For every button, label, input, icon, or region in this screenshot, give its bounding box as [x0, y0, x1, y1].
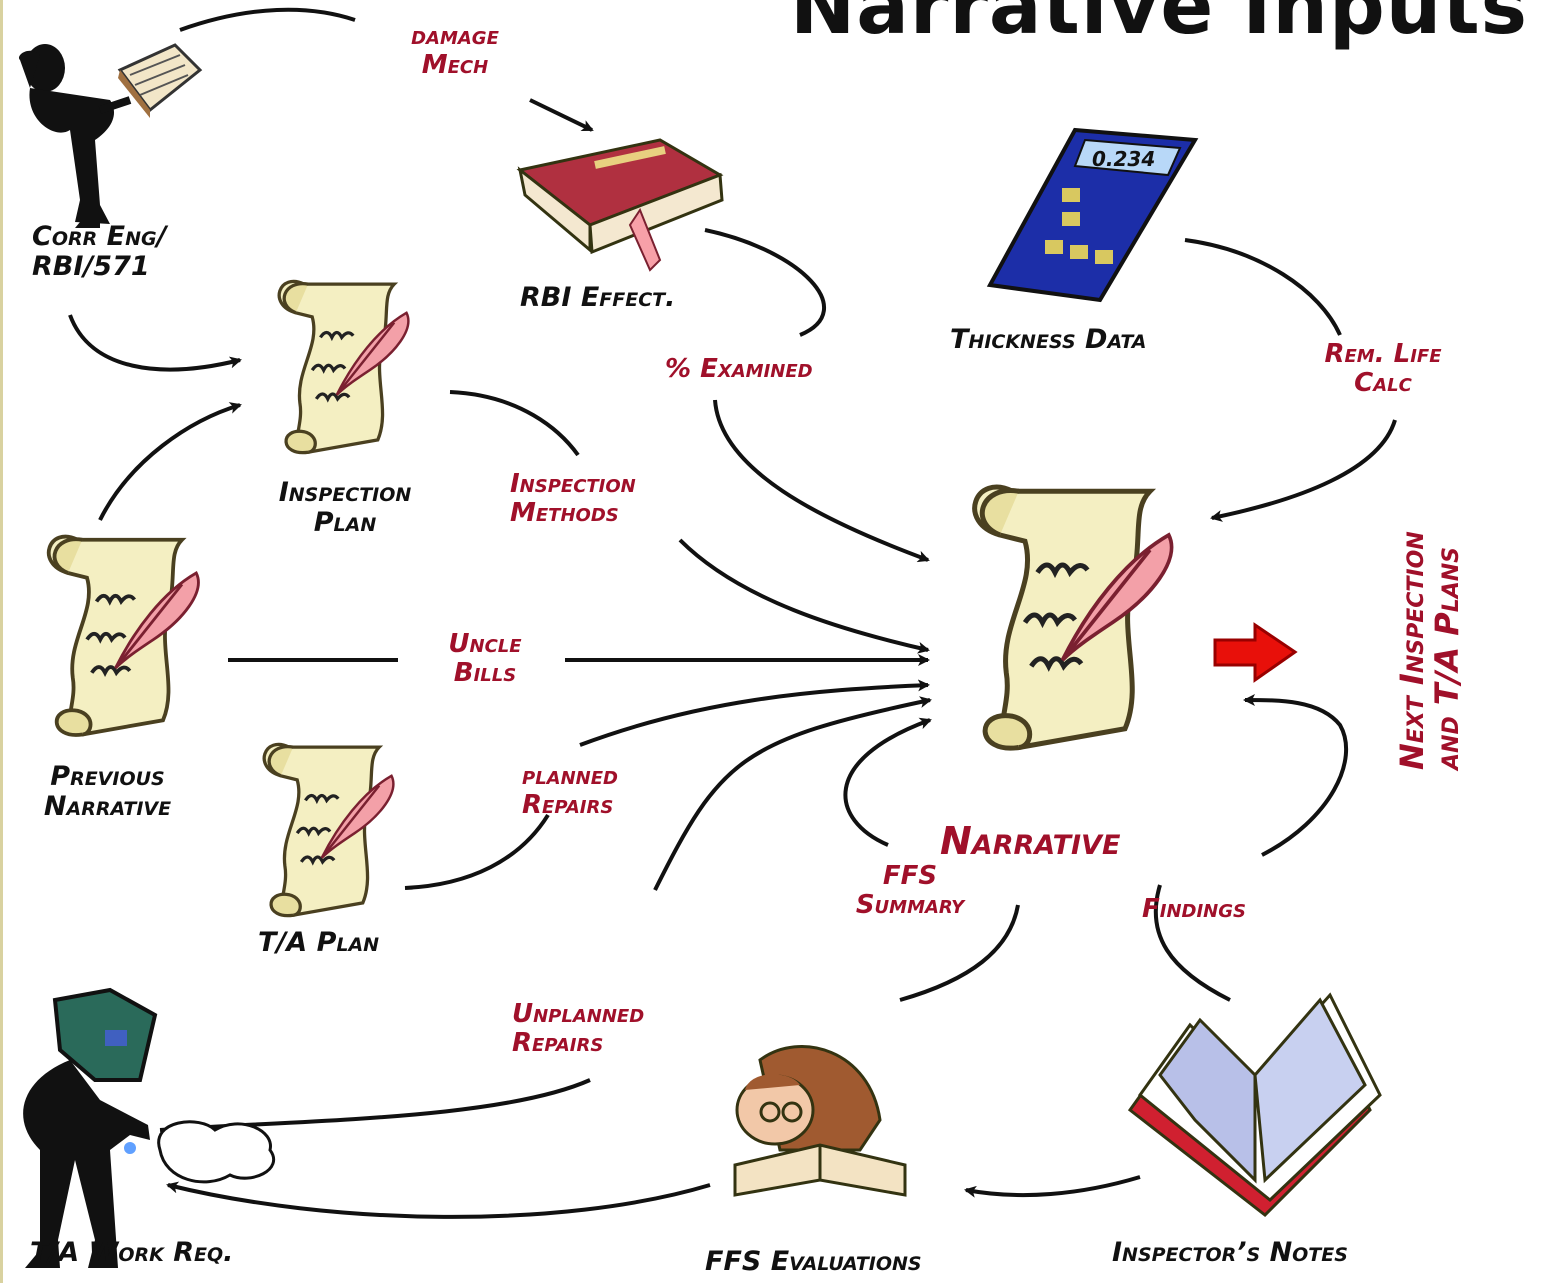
inspection-plan-label-line2: Plan — [313, 507, 377, 539]
edge-damage-mech-to-rbi — [529, 98, 594, 132]
previous-narrative-label-line2: Narrative — [43, 791, 172, 823]
closed-book-icon — [516, 138, 724, 272]
ta-work-req-label: T/A Work Req. — [30, 1237, 234, 1268]
edge-corr-to-inspection-plan — [68, 314, 242, 372]
calculator-display: 0.234 — [1092, 147, 1155, 171]
professor-reading-icon — [733, 1045, 907, 1197]
corr-eng-label-line2: RBI/571 — [32, 251, 150, 283]
planned-repairs-label-line2: Repairs — [522, 790, 614, 821]
edges — [68, 7, 1397, 1219]
findings-label: Findings — [1142, 894, 1246, 924]
rem-life-label: Rem. Life Calc — [1288, 339, 1478, 399]
edge-planned-repairs-to-narrative — [579, 679, 930, 747]
ta-plan-scroll-icon — [262, 742, 395, 918]
inspection-plan-label: Inspection Plan — [235, 477, 455, 539]
inspection-methods-label-line2: Methods — [510, 498, 619, 529]
edge-narrative-from-ffs-summary — [843, 717, 932, 847]
corr-eng-label: Corr Eng/ RBI/571 — [32, 221, 167, 283]
ffs-summary-label-line2: Summary — [855, 890, 965, 921]
damage-mech-label: damage Mech — [370, 21, 540, 81]
rbi-effect-label: RBI Effect. — [520, 282, 676, 313]
edge-rem-life-to-narrative — [1210, 419, 1397, 522]
narrative-scroll-icon — [975, 487, 1172, 748]
planned-repairs-label-line1: planned — [522, 761, 618, 791]
edge-findings-to-narrative — [1243, 694, 1349, 857]
edge-pct-examined-to-narrative — [713, 399, 930, 563]
edge-plan-to-inspection-methods — [449, 390, 580, 457]
edge-notes-to-ffs-eval — [964, 1175, 1141, 1198]
inspection-plan-scroll-icon — [277, 279, 410, 455]
uncle-bills-label-line1: Uncle — [448, 629, 522, 659]
unplanned-repairs-label: Unplanned Repairs — [512, 999, 645, 1059]
edge-corr-to-damage-mech — [179, 7, 356, 32]
welder-icon — [23, 987, 276, 1268]
edge-ffs-eval-to-ffs-summary — [899, 904, 1020, 1002]
unplanned-repairs-label-line2: Repairs — [512, 1028, 604, 1059]
narrative-label: Narrative — [940, 819, 1121, 863]
output-arrow-icon — [1213, 622, 1298, 683]
edge-inspection-methods-to-narrative — [678, 538, 930, 654]
inspector-notes-label: Inspector’s Notes — [1112, 1237, 1348, 1268]
next-inspection-line2: and T/A Plans — [1428, 546, 1467, 770]
previous-narrative-scroll-icon — [46, 534, 201, 737]
inspection-plan-label-line1: Inspection — [278, 477, 412, 508]
ffs-summary-label-line1: FFS — [882, 861, 938, 891]
edge-ffs-eval-to-work-req — [166, 1181, 711, 1219]
edge-rbi-to-pct-examined — [704, 228, 826, 337]
corr-eng-label-line1: Corr Eng/ — [32, 221, 167, 252]
page-title: Narrative Inputs — [790, 0, 1529, 52]
unplanned-repairs-label-line1: Unplanned — [512, 999, 645, 1029]
edge-work-req-to-unplanned — [159, 1078, 591, 1132]
next-inspection-line1: Next Inspection — [1393, 531, 1431, 770]
damage-mech-label-line2: Mech — [421, 50, 489, 81]
rem-life-label-line1: Rem. Life — [1324, 339, 1442, 369]
engineer-reading-book-icon — [19, 43, 203, 228]
inspection-methods-label: Inspection Methods — [510, 469, 636, 529]
previous-narrative-label-line1: Previous — [50, 761, 165, 792]
uncle-bills-label: Uncle Bills — [410, 629, 560, 689]
thickness-data-label: Thickness Data — [950, 324, 1147, 355]
edge-ta-plan-to-planned-repairs — [404, 813, 550, 890]
planned-repairs-label: planned Repairs — [522, 761, 618, 821]
ffs-summary-label: FFS Summary — [825, 861, 995, 921]
left-edge-strip — [0, 0, 3, 1283]
edge-notes-to-findings — [1153, 884, 1231, 1002]
edge-calc-to-rem-life — [1184, 238, 1342, 336]
open-book-icon — [1127, 992, 1382, 1217]
damage-mech-label-line1: damage — [411, 21, 499, 51]
previous-narrative-label: Previous Narrative — [0, 761, 215, 823]
ta-plan-label: T/A Plan — [258, 927, 380, 958]
inspection-methods-label-line1: Inspection — [510, 469, 636, 499]
ffs-evaluations-label: FFS Evaluations — [705, 1246, 922, 1277]
calculator-icon: 0.234 — [986, 127, 1199, 303]
uncle-bills-label-line2: Bills — [453, 658, 517, 689]
rem-life-label-line2: Calc — [1354, 368, 1412, 399]
edge-unplanned-to-narrative — [653, 696, 932, 891]
edge-prev-to-inspection-plan — [98, 402, 242, 521]
pct-examined-label: % Examined — [665, 354, 813, 384]
